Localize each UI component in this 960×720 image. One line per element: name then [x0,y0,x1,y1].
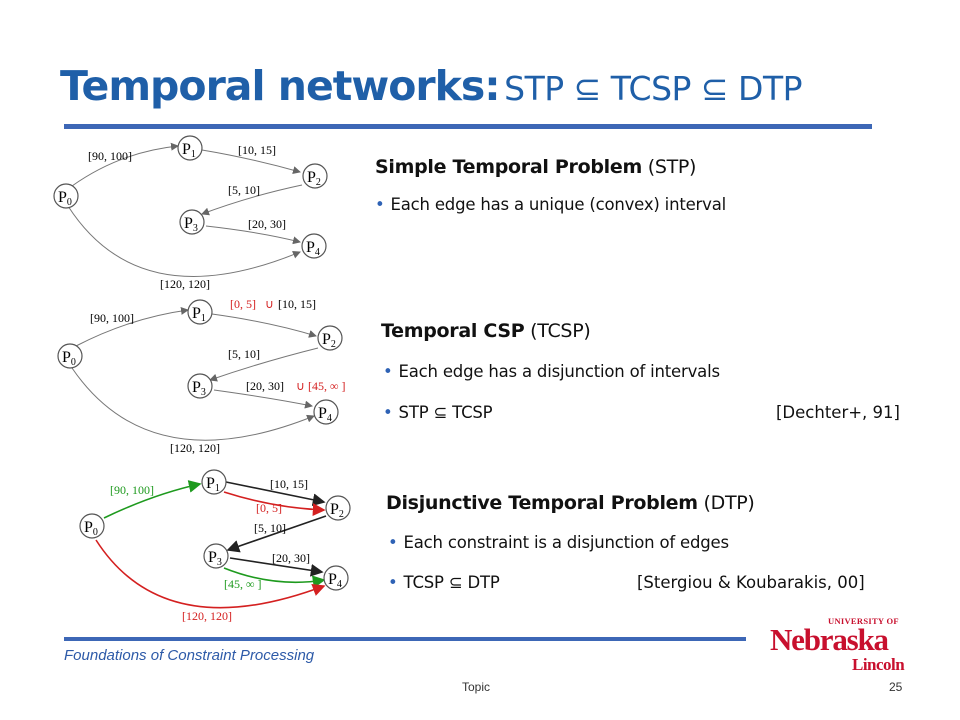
dtp-heading: Disjunctive Temporal Problem (DTP) [386,492,755,514]
dtp-node-p4 [323,565,349,591]
logo-line-2: Nebraska [770,622,890,657]
tcsp-label-e12-red: [0, 5] [230,297,256,311]
tcsp-citation: [Dechter+, 91] [776,403,900,422]
university-logo: UNIVERSITY OF Nebraska Lincoln [770,616,906,674]
tcsp-edge-23 [209,347,319,382]
stp-heading: Simple Temporal Problem (STP) [375,156,697,178]
tcsp-node-label-p3: P3 [192,379,206,398]
dtp-label-e12-red: [0, 5] [256,501,282,515]
stp-label-e12: [10, 15] [238,143,276,157]
dtp-label-e01: [90, 100] [110,483,154,497]
dtp-edge-34-green [223,567,326,589]
footer-divider [64,637,746,641]
stp-node-label-p3: P3 [184,215,198,234]
dtp-label-e23: [5, 10] [254,521,286,535]
dtp-edge-04 [95,539,326,609]
dtp-label-e34-green: [45, ∞ ] [224,577,262,591]
tcsp-edge-01 [75,306,189,347]
page-number: 25 [889,680,903,694]
stp-node-label-p1: P1 [182,141,196,160]
tcsp-label-e12: [10, 15] [278,297,316,311]
title-divider [64,124,872,129]
tcsp-edge-12 [211,313,317,338]
dtp-label-e12: [10, 15] [270,477,308,491]
stp-label-e01: [90, 100] [88,149,132,163]
tcsp-label-union-1: ∪ [265,297,274,311]
dtp-node-p0 [79,513,105,539]
stp-edge-34 [205,225,301,245]
stp-label-e23: [5, 10] [228,183,260,197]
tcsp-label-union-2: ∪ [296,379,305,393]
stp-label-e04: [120, 120] [160,277,210,290]
dtp-label-e34: [20, 30] [272,551,310,565]
stp-diagram: P0 P1 P2 P3 P4 [90, 100] [10, 15] [5, 10… [53,135,328,290]
stp-label-e34: [20, 30] [248,217,286,231]
stp-node-p0 [53,183,79,209]
dtp-node-label-p0: P0 [84,519,98,538]
dtp-label-e04: [120, 120] [182,609,232,623]
dtp-citation: [Stergiou & Koubarakis, 00] [637,573,865,592]
tcsp-node-label-p1: P1 [192,305,206,324]
tcsp-node-p4 [313,399,339,425]
footer-course-title: Foundations of Constraint Processing [64,647,315,664]
dtp-edge-23 [226,515,327,553]
dtp-edge-34 [229,557,324,577]
dtp-node-p3 [203,543,229,569]
stp-node-label-p4: P4 [306,239,320,258]
dtp-node-p1 [201,469,227,495]
stp-node-p4 [301,233,327,259]
tcsp-edge-04 [71,367,315,441]
tcsp-edge-34 [213,389,313,409]
dtp-node-label-p4: P4 [328,571,342,590]
tcsp-label-e01: [90, 100] [90,311,134,325]
dtp-node-p2 [325,495,351,521]
title-subtitle: STP ⊆ TCSP ⊆ DTP [504,69,803,108]
tcsp-node-label-p2: P2 [322,331,336,350]
tcsp-label-e34: [20, 30] [246,379,284,393]
tcsp-node-p1 [187,299,213,325]
tcsp-bullet-2: •STP ⊆ TCSP [383,403,493,422]
stp-node-p1 [177,135,203,161]
dtp-edge-12-red [223,491,326,516]
stp-node-label-p0: P0 [58,189,72,208]
stp-node-p3 [179,209,205,235]
tcsp-heading: Temporal CSP (TCSP) [381,320,591,342]
stp-edge-12 [201,149,301,174]
tcsp-node-p3 [187,373,213,399]
dtp-node-label-p3: P3 [208,549,222,568]
dtp-edge-01 [103,480,202,519]
footer-topic: Topic [462,680,491,694]
logo-line-1: UNIVERSITY OF [828,616,899,626]
title-main: Temporal networks: [60,62,501,110]
tcsp-node-p2 [317,325,343,351]
tcsp-label-e34-red: [45, ∞ ] [308,379,346,393]
dtp-node-label-p2: P2 [330,501,344,520]
stp-node-label-p2: P2 [307,169,321,188]
tcsp-node-p0 [57,343,83,369]
stp-edge-01 [71,142,179,187]
page-title: Temporal networks: STP ⊆ TCSP ⊆ DTP [60,62,803,110]
stp-edge-23 [201,184,303,216]
logo-line-3: Lincoln [852,655,905,674]
dtp-edge-12 [225,481,326,507]
tcsp-label-e04: [120, 120] [170,441,220,454]
stp-bullet-1: •Each edge has a unique (convex) interva… [375,195,726,214]
dtp-bullet-2: •TCSP ⊆ DTP [388,573,500,592]
tcsp-bullet-1: •Each edge has a disjunction of interval… [383,362,720,381]
tcsp-diagram: P0 P1 P2 P3 P4 [90, 100] [0, 5] ∪ [10, 1… [57,297,346,454]
tcsp-node-label-p4: P4 [318,405,332,424]
tcsp-label-e23: [5, 10] [228,347,260,361]
dtp-bullet-1: •Each constraint is a disjunction of edg… [388,533,729,552]
tcsp-node-label-p0: P0 [62,349,76,368]
stp-edge-04 [67,205,301,277]
dtp-diagram: P0 P1 P2 P3 P4 [90, 100] [10, 15] [0, 5]… [79,469,351,623]
dtp-node-label-p1: P1 [206,475,220,494]
stp-node-p2 [302,163,328,189]
